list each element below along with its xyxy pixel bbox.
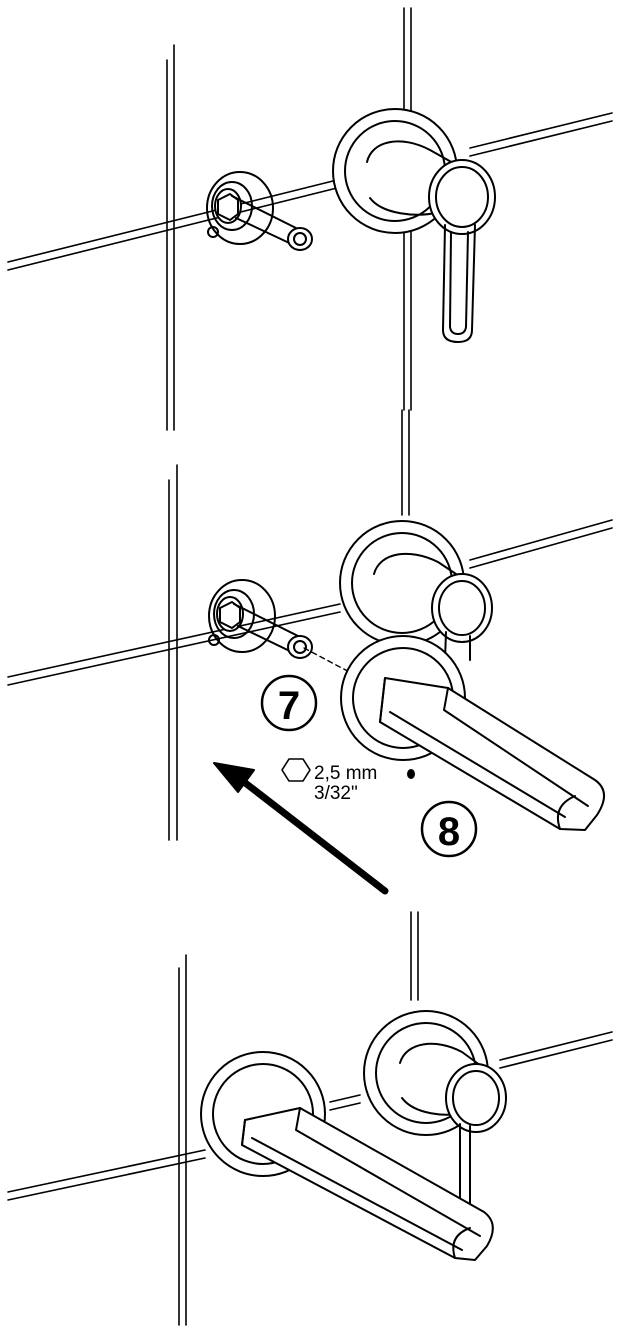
panel-1-before-spout — [7, 7, 613, 431]
hex-key-spec: 2,5 mm 3/32" — [281, 758, 415, 804]
hex-key-metric-size: 2,5 mm — [314, 763, 377, 784]
spout-assembly — [340, 635, 605, 831]
step-8-callout: 8 — [420, 800, 478, 858]
hex-key-icon — [281, 758, 311, 782]
mixer-valve-with-handle — [332, 108, 496, 343]
panel-2-install-spout: 7 2,5 mm 3/32" 8 — [7, 409, 613, 895]
set-screw-marker — [407, 769, 415, 779]
step-7-callout: 7 — [260, 674, 318, 732]
step-8-label: 8 — [438, 810, 460, 854]
mixer-valve-with-handle — [339, 520, 493, 661]
direction-arrow — [213, 762, 389, 895]
tile-grid — [7, 911, 613, 1326]
hex-key-imperial-size: 3/32" — [314, 783, 358, 804]
tile-grid — [7, 409, 613, 841]
tile-grid — [7, 7, 613, 431]
panel-3-assembled — [7, 911, 613, 1326]
mixer-valve-with-handle — [363, 1010, 507, 1211]
spout-assembly — [200, 1051, 494, 1261]
spout-mounting-pin — [206, 171, 313, 251]
spout-mounting-pin — [208, 579, 313, 659]
step-7-label: 7 — [278, 684, 300, 728]
